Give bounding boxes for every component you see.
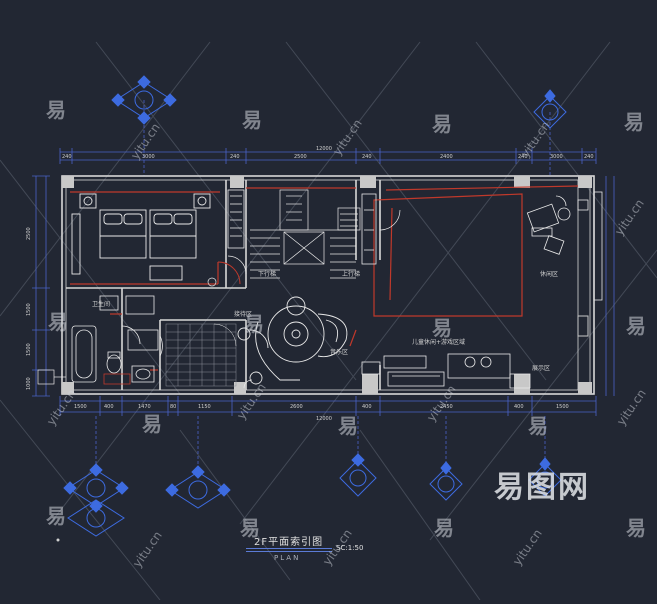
label-music-area: 音乐区 bbox=[330, 348, 348, 356]
dim-top-7: 3000 bbox=[550, 154, 563, 160]
leisure-area-furniture bbox=[526, 195, 589, 255]
plan-title: 2F平面索引图 bbox=[254, 537, 324, 548]
dim-bottom-1: 400 bbox=[104, 404, 114, 410]
room-labels: 下行梯 上行梯 卫生间 儿童休闲+游戏区域 休闲区 音乐区 接待区 展示区 bbox=[92, 270, 558, 372]
label-bathroom: 卫生间 bbox=[92, 300, 110, 308]
dim-top-1: 3000 bbox=[142, 154, 155, 160]
dim-top-6: 240 bbox=[518, 154, 528, 160]
index-markers bbox=[63, 75, 567, 537]
columns bbox=[62, 176, 592, 394]
dim-bottom-8: 400 bbox=[514, 404, 524, 410]
dim-left-3: 1000 bbox=[26, 377, 32, 390]
dim-bottom-7: 2450 bbox=[440, 404, 453, 410]
dimension-texts: 12000 12000 240 3000 240 2500 240 2400 2… bbox=[26, 146, 594, 422]
dimension-lines bbox=[32, 100, 615, 470]
index-marker-bottom-1 bbox=[63, 463, 129, 537]
label-children-area: 儿童休闲+游戏区域 bbox=[412, 338, 465, 346]
stairs bbox=[250, 189, 361, 279]
music-area-furniture bbox=[237, 296, 348, 385]
index-marker-bottom-4 bbox=[429, 461, 463, 501]
dim-bottom-0: 1500 bbox=[74, 404, 87, 410]
dim-bottom-9: 1500 bbox=[556, 404, 569, 410]
label-leisure-area: 休闲区 bbox=[540, 270, 558, 278]
dim-bottom-4: 1150 bbox=[198, 404, 211, 410]
dim-top-4: 240 bbox=[362, 154, 372, 160]
dim-bottom-total: 12000 bbox=[316, 416, 332, 422]
plan-subtitle: PLAN bbox=[274, 554, 301, 562]
walls bbox=[61, 175, 595, 395]
tiled-floor bbox=[165, 323, 237, 387]
dim-top-total: 12000 bbox=[316, 146, 332, 152]
bathroom-fixtures bbox=[71, 295, 163, 385]
index-marker-top-left bbox=[111, 75, 177, 125]
watermark-grid bbox=[0, 41, 657, 601]
index-marker-bottom-5 bbox=[528, 457, 562, 497]
dim-top-0: 240 bbox=[62, 154, 72, 160]
title-underline bbox=[246, 548, 332, 549]
dim-bottom-6: 400 bbox=[362, 404, 372, 410]
dim-top-3: 2500 bbox=[294, 154, 307, 160]
dim-top-2: 240 bbox=[230, 154, 240, 160]
dim-top-8: 240 bbox=[584, 154, 594, 160]
wardrobes bbox=[227, 189, 603, 301]
dim-left-0: 2500 bbox=[26, 227, 32, 240]
dim-left-1: 1500 bbox=[26, 303, 32, 316]
index-marker-top-right bbox=[533, 89, 567, 129]
dim-bottom-2: 1470 bbox=[138, 404, 151, 410]
dim-top-5: 2400 bbox=[440, 154, 453, 160]
red-partitions bbox=[70, 185, 579, 371]
dot-marker bbox=[56, 538, 60, 542]
dim-left-2: 1500 bbox=[26, 343, 32, 356]
label-stair-down: 下行梯 bbox=[258, 270, 276, 278]
dim-bottom-3: 80 bbox=[170, 404, 176, 410]
dim-bottom-5: 2600 bbox=[290, 404, 303, 410]
title-underline-secondary bbox=[246, 551, 332, 552]
doors bbox=[37, 209, 401, 389]
index-marker-bottom-2 bbox=[165, 465, 231, 509]
watermark-logo: 易图网 bbox=[494, 470, 590, 505]
index-marker-bottom-3 bbox=[339, 453, 377, 497]
children-area-furniture bbox=[361, 353, 531, 389]
label-display-area: 展示区 bbox=[532, 365, 550, 372]
plan-scale: SC:1:50 bbox=[336, 544, 364, 552]
beds bbox=[71, 193, 241, 285]
label-stair-up: 上行梯 bbox=[342, 270, 360, 278]
label-reception: 接待区 bbox=[234, 310, 252, 318]
